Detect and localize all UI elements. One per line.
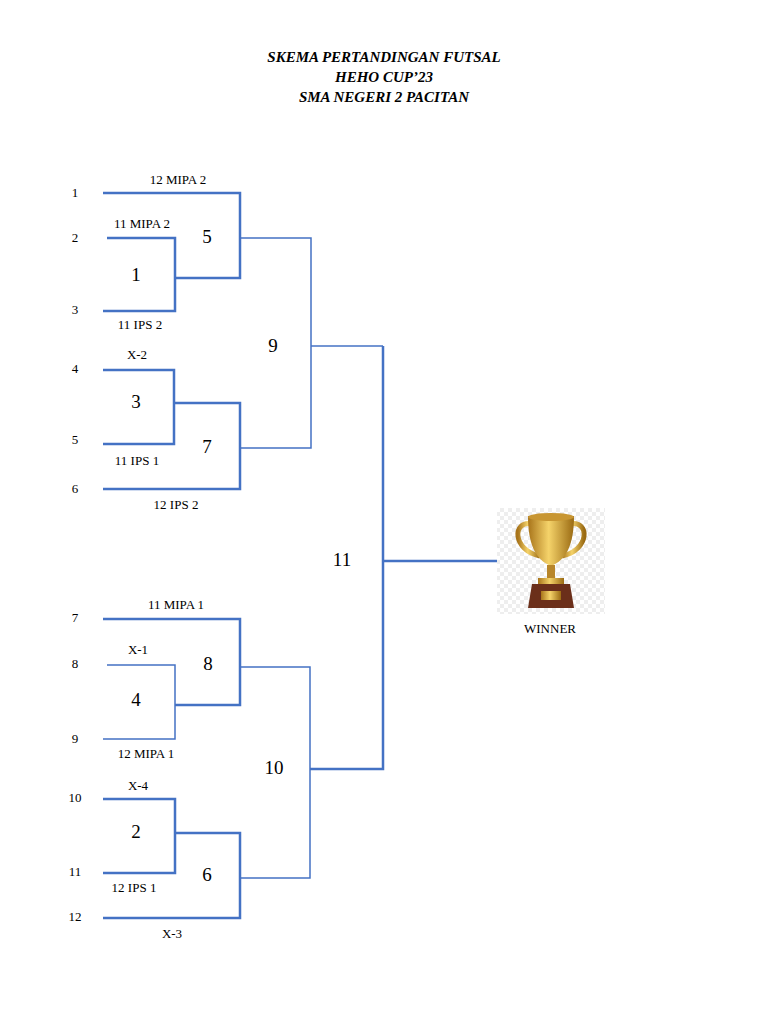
match-number: 1	[131, 265, 141, 286]
seed-number: 10	[69, 791, 82, 805]
team-name: 12 MIPA 2	[150, 173, 207, 187]
seed-number: 1	[72, 186, 79, 200]
winner-label: WINNER	[524, 622, 576, 636]
heading-line: SKEMA PERTANDINGAN FUTSAL	[184, 47, 584, 67]
seed-number: 3	[72, 303, 79, 317]
match-number: 4	[131, 690, 141, 711]
seed-number: 9	[72, 732, 79, 746]
match-number: 11	[333, 550, 351, 571]
seed-number: 2	[72, 231, 79, 245]
match-number: 6	[202, 865, 212, 886]
seed-number: 7	[72, 611, 79, 625]
match-number: 10	[265, 758, 284, 779]
team-name: 12 MIPA 1	[118, 747, 175, 761]
team-name: X-1	[128, 643, 148, 657]
seed-number: 5	[72, 433, 79, 447]
match-number: 2	[131, 822, 141, 843]
match-number: 9	[268, 336, 278, 357]
team-name: 12 IPS 1	[112, 881, 157, 895]
team-name: 11 IPS 2	[118, 318, 162, 332]
heading-line: HEHO CUP’23	[184, 67, 584, 87]
heading: SKEMA PERTANDINGAN FUTSAL HEHO CUP’23 SM…	[184, 47, 584, 107]
trophy-icon	[497, 508, 605, 614]
match-number: 3	[131, 392, 141, 413]
heading-line: SMA NEGERI 2 PACITAN	[184, 87, 584, 107]
seed-number: 6	[72, 482, 79, 496]
team-name: 11 MIPA 2	[114, 217, 170, 231]
seed-number: 4	[72, 362, 79, 376]
match-number: 5	[202, 227, 212, 248]
seed-number: 11	[69, 865, 82, 879]
seed-number: 12	[69, 910, 82, 924]
team-name: 11 IPS 1	[115, 454, 159, 468]
team-name: 12 IPS 2	[154, 498, 199, 512]
match-number: 8	[203, 654, 213, 675]
team-name: 11 MIPA 1	[148, 598, 204, 612]
team-name: X-3	[162, 927, 182, 941]
match-number: 7	[202, 437, 212, 458]
team-name: X-2	[127, 348, 147, 362]
seed-number: 8	[72, 657, 79, 671]
bracket-strokes	[103, 193, 497, 918]
team-name: X-4	[128, 779, 148, 793]
